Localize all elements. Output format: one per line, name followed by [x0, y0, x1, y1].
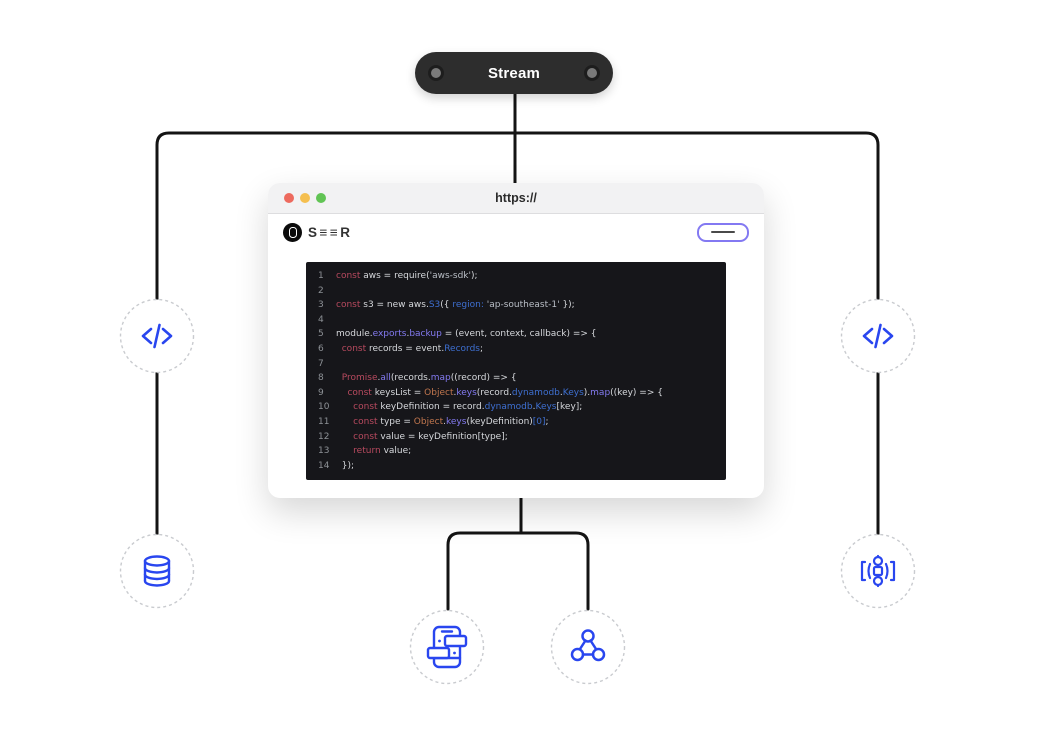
- line-number: 10: [318, 402, 330, 413]
- line-number: 13: [318, 446, 330, 457]
- line-number: 11: [318, 416, 330, 427]
- menu-toggle-button[interactable]: [697, 222, 749, 242]
- code-line: 12 const value = keyDefinition[type];: [306, 430, 726, 445]
- line-number: 1: [318, 271, 324, 281]
- webhook-icon: [570, 629, 606, 662]
- code-line: 8 Promise.all(records.map((record) => {: [306, 371, 726, 386]
- line-number: 14: [318, 460, 330, 471]
- code-icon: [141, 323, 173, 349]
- browser-titlebar: https://: [268, 183, 764, 214]
- node-pipeline: [840, 533, 916, 609]
- minimize-button[interactable]: [300, 193, 310, 203]
- line-number: 8: [318, 373, 324, 384]
- port-dot-left: [431, 68, 441, 78]
- line-number: 6: [318, 343, 324, 354]
- code-line: 7: [306, 357, 726, 372]
- line-number: 5: [318, 329, 324, 340]
- database-icon: [143, 555, 171, 587]
- site-header: S≡≡R: [283, 221, 749, 243]
- pipeline-icon: [860, 554, 896, 588]
- code-line: 14 });: [306, 459, 726, 474]
- node-webhook: [550, 609, 626, 685]
- stream-node: Stream: [415, 52, 613, 94]
- code-line: 13 return value;: [306, 444, 726, 459]
- code-line: 2: [306, 284, 726, 299]
- address-bar: https://: [495, 191, 537, 205]
- port-dot-right: [587, 68, 597, 78]
- node-code-left: [119, 298, 195, 374]
- code-line: 9 const keysList = Object.keys(record.dy…: [306, 386, 726, 401]
- node-database: [119, 533, 195, 609]
- code-icon: [862, 323, 894, 349]
- brand-logo: S≡≡R: [283, 222, 353, 242]
- chatbot-icon: [426, 625, 468, 669]
- line-number: 4: [318, 314, 324, 325]
- traffic-lights: [284, 193, 326, 203]
- close-button[interactable]: [284, 193, 294, 203]
- code-line: 10 const keyDefinition = record.dynamodb…: [306, 400, 726, 415]
- menu-bar-icon: [711, 230, 735, 234]
- node-chatbot: [409, 609, 485, 685]
- stream-label: Stream: [487, 64, 541, 82]
- code-line: 4: [306, 313, 726, 328]
- brand-wordmark: S≡≡R: [308, 224, 353, 240]
- seer-logo-icon: [283, 222, 302, 242]
- line-number: 7: [318, 358, 324, 369]
- code-line: 11 const type = Object.keys(keyDefinitio…: [306, 415, 726, 430]
- line-number: 3: [318, 300, 324, 311]
- line-number: 12: [318, 431, 330, 442]
- zoom-button[interactable]: [316, 193, 326, 203]
- line-number: 2: [318, 285, 324, 296]
- node-code-right: [840, 298, 916, 374]
- line-number: 9: [318, 387, 324, 398]
- code-line: 6 const records = event.Records;: [306, 342, 726, 357]
